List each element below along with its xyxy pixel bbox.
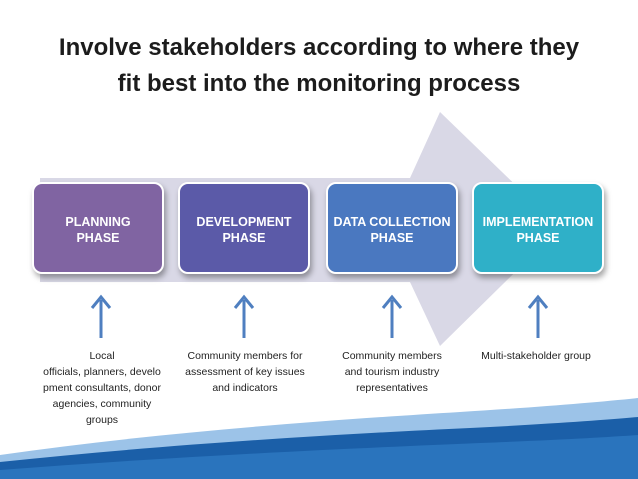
phase-box-planning: PLANNING PHASE <box>32 182 164 274</box>
stakeholder-line: groups <box>85 414 119 426</box>
phase-label-line-1: DEVELOPMENT <box>196 215 292 229</box>
slide-title: Involve stakeholders according to where … <box>0 30 638 102</box>
stakeholder-line: and indicators <box>212 382 278 394</box>
stakeholder-line: assessment of key issues <box>185 366 305 378</box>
phase-label-line-2: PHASE <box>516 231 560 245</box>
stakeholder-text-development: Community members for assessment of key … <box>175 348 315 396</box>
phase-box-data-collection: DATA COLLECTION PHASE <box>326 182 458 274</box>
stakeholder-line: and tourism industry <box>344 366 440 378</box>
up-arrow-icon <box>233 294 255 338</box>
title-line-2: fit best into the monitoring process <box>117 70 521 97</box>
phase-label-line-2: PHASE <box>76 231 120 245</box>
title-line-1: Involve stakeholders according to where … <box>58 34 580 61</box>
up-arrow-icon <box>381 294 403 338</box>
phase-box-implementation: IMPLEMENTATION PHASE <box>472 182 604 274</box>
stakeholder-text-planning: Local officials, planners, develo pment … <box>32 348 172 428</box>
phase-label-line-1: DATA COLLECTION <box>333 215 451 229</box>
up-arrow-icon <box>527 294 549 338</box>
stakeholder-line: Community members <box>342 350 442 362</box>
phase-box-development: DEVELOPMENT PHASE <box>178 182 310 274</box>
stakeholder-line: Multi-stakeholder group <box>481 350 591 362</box>
stakeholder-line: representatives <box>356 382 428 394</box>
stakeholder-line: agencies, community <box>52 398 152 410</box>
phase-label-line-1: IMPLEMENTATION <box>482 215 594 229</box>
phase-label-line-2: PHASE <box>370 231 414 245</box>
phase-label-line-1: PLANNING <box>65 215 131 229</box>
stakeholder-line: Community members for <box>187 350 303 362</box>
phase-label-line-2: PHASE <box>222 231 266 245</box>
stakeholder-text-implementation: Multi-stakeholder group <box>466 348 606 364</box>
up-arrow-icon <box>90 294 112 338</box>
footer-wave-band <box>0 435 638 479</box>
stakeholder-line: pment consultants, donor <box>43 382 161 394</box>
stakeholder-line: officials, planners, develo <box>43 366 161 378</box>
stakeholder-text-data-collection: Community members and tourism industry r… <box>322 348 462 396</box>
stakeholder-line: Local <box>89 350 115 362</box>
